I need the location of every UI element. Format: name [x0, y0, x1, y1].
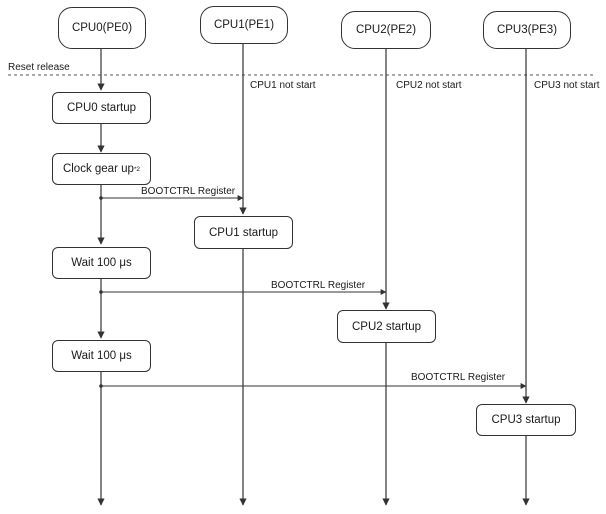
cpu3-not-start-label: CPU3 not start	[534, 80, 600, 91]
arrow-origin-dot	[99, 384, 103, 388]
processor-cpu2: CPU2(PE2)	[341, 11, 431, 49]
clock-gear-up-step: Clock gear up*2	[52, 153, 151, 185]
processor-cpu3: CPU3(PE3)	[483, 11, 571, 49]
arrow-origin-dot	[99, 196, 103, 200]
cpu2-not-start-label: CPU2 not start	[396, 80, 462, 91]
cpu0-startup-step: CPU0 startup	[52, 92, 151, 124]
bootctrl-label-2: BOOTCTRL Register	[271, 280, 366, 291]
cpu2-startup-step: CPU2 startup	[337, 310, 436, 343]
reset-release-label: Reset release	[8, 62, 70, 73]
processor-cpu1: CPU1(PE1)	[200, 6, 288, 44]
bootctrl-label-3: BOOTCTRL Register	[411, 372, 506, 383]
bootctrl-label-1: BOOTCTRL Register	[141, 186, 236, 197]
wait-step-2: Wait 100 μs	[52, 340, 151, 372]
cpu1-not-start-label: CPU1 not start	[250, 80, 316, 91]
footnote-marker: *2	[133, 165, 141, 173]
arrow-origin-dot	[99, 290, 103, 294]
processor-cpu0: CPU0(PE0)	[58, 7, 146, 49]
wait-step-1: Wait 100 μs	[52, 247, 151, 279]
cpu3-startup-step: CPU3 startup	[476, 404, 576, 436]
cpu1-startup-step: CPU1 startup	[194, 216, 293, 249]
clock-gear-up-label: Clock gear up	[62, 163, 134, 175]
